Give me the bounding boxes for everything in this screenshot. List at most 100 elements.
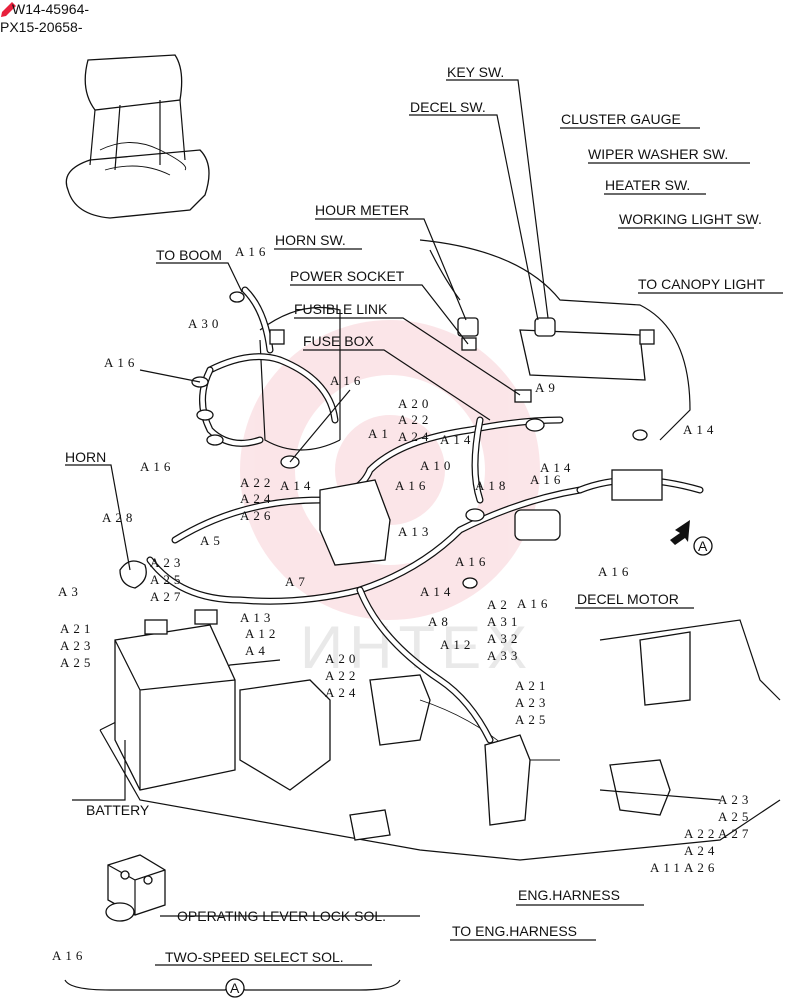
code-label: A18 — [475, 478, 509, 493]
code-label: A16 — [330, 373, 364, 388]
code-label: A32 — [487, 631, 521, 646]
code-label: A25 — [150, 572, 184, 587]
fusible-link — [514, 389, 532, 403]
label-to-boom: TO BOOM — [156, 247, 222, 263]
label-fuse-box: FUSE BOX — [303, 333, 374, 349]
code-label: A21 — [60, 621, 94, 636]
canopy-light-connector — [639, 329, 655, 345]
label-power-socket: POWER SOCKET — [290, 268, 405, 284]
code-label: A14 — [420, 584, 454, 599]
code-label: A16 — [598, 564, 632, 579]
code-label: A2 — [487, 597, 511, 612]
callout-labels: KEY SW. DECEL SW. CLUSTER GAUGE WIPER WA… — [65, 64, 766, 965]
code-label: A14 — [540, 460, 574, 475]
serial-line-2: PX15-20658- — [0, 19, 83, 35]
label-fusible-link: FUSIBLE LINK — [294, 301, 388, 317]
relay — [611, 469, 663, 501]
code-label: A26 — [240, 508, 274, 523]
code-label: A23 — [150, 555, 184, 570]
code-label: A28 — [102, 510, 136, 525]
code-label: A16 — [530, 472, 564, 487]
label-decel-motor: DECEL MOTOR — [577, 591, 679, 607]
label-horn-sw: HORN SW. — [275, 232, 346, 248]
code-label: A14 — [683, 422, 717, 437]
label-hour-meter: HOUR METER — [315, 202, 409, 218]
upper-frame — [99, 619, 781, 861]
detail-a-valve — [64, 854, 401, 991]
horn-switch — [269, 329, 285, 345]
code-label: A24 — [240, 491, 274, 506]
horn — [119, 560, 147, 589]
code-label: A13 — [398, 524, 432, 539]
code-label: A4 — [245, 643, 269, 658]
code-label: A27 — [150, 589, 184, 604]
code-label: A14 — [440, 432, 474, 447]
code-label: A16 — [140, 459, 174, 474]
label-decel-sw: DECEL SW. — [410, 99, 486, 115]
components — [114, 317, 663, 826]
code-label: A3 — [58, 584, 82, 599]
code-label: A20 — [325, 651, 359, 666]
label-horn: HORN — [65, 449, 106, 465]
code-label: A8 — [428, 614, 452, 629]
code-label: A12 — [245, 626, 279, 641]
code-label: A22 — [240, 475, 274, 490]
code-label: A23 — [515, 695, 549, 710]
part-codes: A16 A30 A16 A16 A20 A22 A1 A24 A14 A9 A1… — [52, 244, 752, 963]
console-outline — [259, 239, 691, 451]
serial-line-1: W14-45964- — [12, 1, 89, 17]
code-label: A14 — [280, 478, 314, 493]
detail-a-circle-label: A — [230, 980, 240, 996]
code-label: A12 — [440, 637, 474, 652]
label-to-eng-harness: TO ENG.HARNESS — [452, 923, 577, 939]
machine-overview-icon — [65, 54, 210, 219]
code-label: A7 — [285, 574, 309, 589]
serial-header: W14-45964- PX15-20658- — [0, 1, 89, 35]
cluster-gauge — [519, 329, 646, 381]
label-working-light-sw: WORKING LIGHT SW. — [619, 211, 762, 227]
code-label: A5 — [200, 533, 224, 548]
pencil-icon — [1, 2, 16, 17]
code-label: A24 — [684, 843, 718, 858]
code-label: A22 — [684, 826, 718, 841]
label-eng-harness: ENG.HARNESS — [518, 887, 620, 903]
code-label: A24 — [325, 685, 359, 700]
code-label: A27 — [718, 826, 752, 841]
label-operating-lever-lock-sol: OPERATING LEVER LOCK SOL. — [177, 908, 386, 924]
code-label: A24 — [398, 429, 432, 444]
code-label: A1 — [368, 426, 392, 441]
code-label: A16 — [104, 355, 138, 370]
decel-motor — [514, 509, 561, 541]
watermark-text: ИНТЕХ — [300, 614, 533, 681]
code-label: A25 — [515, 712, 549, 727]
code-label: A10 — [420, 458, 454, 473]
label-heater-sw: HEATER SW. — [605, 177, 690, 193]
code-label: A31 — [487, 614, 521, 629]
code-label: A9 — [535, 380, 559, 395]
code-label: A33 — [487, 648, 521, 663]
code-label: A25 — [718, 809, 752, 824]
code-label: A23 — [60, 638, 94, 653]
code-label: A16 — [455, 554, 489, 569]
view-a-circle-label: A — [698, 538, 708, 554]
label-wiper-washer-sw: WIPER WASHER SW. — [588, 146, 728, 162]
label-key-sw: KEY SW. — [447, 64, 504, 80]
code-label: A25 — [60, 655, 94, 670]
code-label: A11 — [650, 860, 684, 875]
code-label: A16 — [517, 596, 551, 611]
key-switch — [534, 317, 556, 337]
code-label: A16 — [235, 244, 269, 259]
label-cluster-gauge: CLUSTER GAUGE — [561, 111, 681, 127]
label-battery: BATTERY — [86, 802, 150, 818]
leader-lines — [65, 79, 783, 966]
hour-meter — [457, 317, 479, 337]
code-label: A21 — [515, 678, 549, 693]
view-a-marker: A A — [225, 520, 713, 998]
battery — [114, 624, 236, 791]
code-label: A16 — [52, 948, 86, 963]
code-label: A26 — [684, 860, 718, 875]
code-label: A30 — [188, 316, 222, 331]
label-two-speed-select-sol: TWO-SPEED SELECT SOL. — [165, 949, 344, 965]
code-label: A22 — [398, 412, 432, 427]
code-label: A22 — [325, 668, 359, 683]
